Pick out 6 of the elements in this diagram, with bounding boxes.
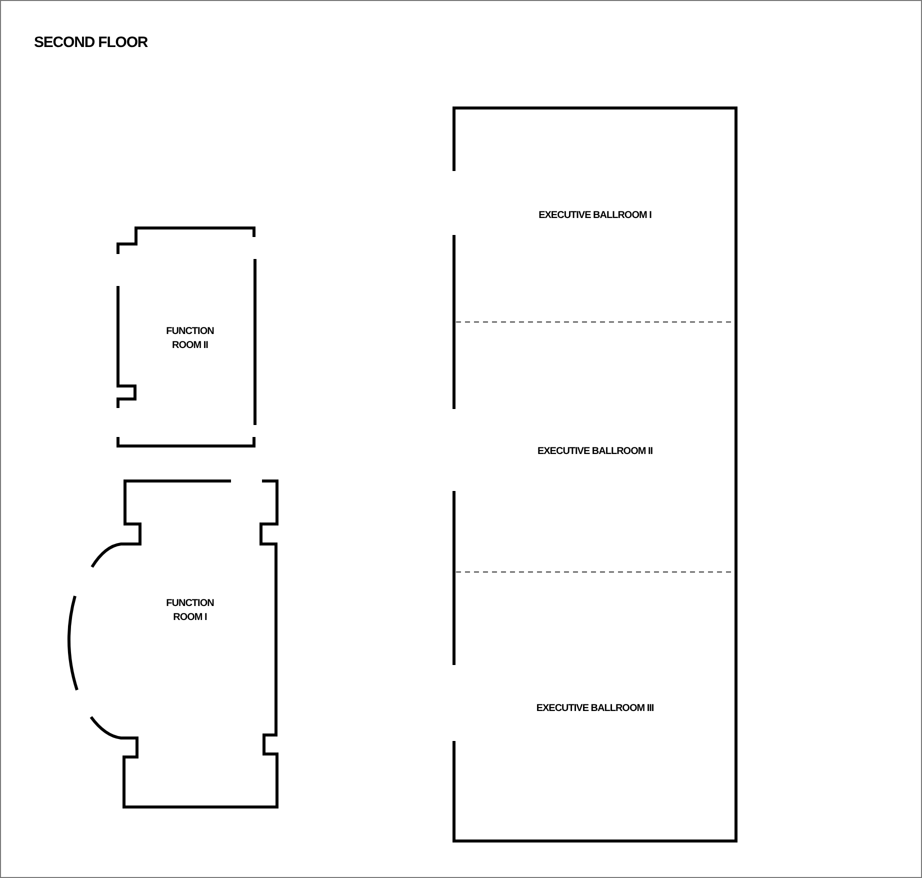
floor-title: SECOND FLOOR xyxy=(34,34,148,51)
room-name: FUNCTION ROOM II xyxy=(165,325,215,353)
room-name: EXECUTIVE BALLROOM I xyxy=(538,209,652,223)
room-name: FUNCTION ROOM I xyxy=(165,597,215,625)
room-name: EXECUTIVE BALLROOM II xyxy=(536,445,654,459)
room-name: EXECUTIVE BALLROOM III xyxy=(535,702,655,716)
